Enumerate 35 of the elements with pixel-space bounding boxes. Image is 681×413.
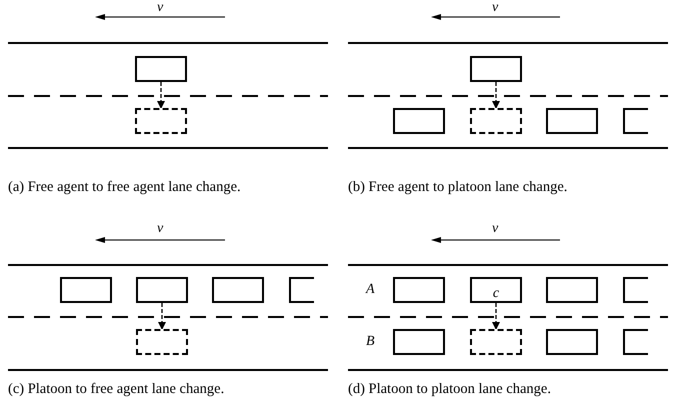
vehicle-box [60, 277, 112, 303]
lane-change-arrow [157, 82, 165, 109]
vehicle-box [135, 56, 187, 82]
target-position-box [470, 108, 522, 134]
subfigure-caption: (c) Platoon to free agent lane change. [8, 381, 226, 398]
vehicle-box [393, 329, 445, 355]
target-position-box [136, 329, 188, 355]
lane-label: B [366, 333, 375, 350]
vehicle-box [470, 277, 522, 303]
vehicle-box [393, 277, 445, 303]
vehicle-box [546, 329, 598, 355]
velocity-label: v [492, 220, 498, 237]
velocity-label: v [157, 0, 164, 16]
vehicle-box [212, 277, 264, 303]
vehicle-box [623, 329, 648, 355]
velocity-label: v [157, 220, 164, 237]
lane-change-arrow [492, 303, 500, 330]
vehicle-label: c [492, 287, 500, 301]
subfigure-caption: (b) Free agent to platoon lane change. [348, 179, 568, 196]
vehicle-box [470, 56, 522, 82]
vehicle-box [393, 108, 445, 134]
velocity-label: v [492, 0, 498, 16]
target-position-box [135, 108, 187, 134]
subfigure-caption: (d) Platoon to platoon lane change. [348, 381, 552, 398]
vehicle-box [546, 108, 598, 134]
vehicle-box [546, 277, 598, 303]
lane-change-arrow [158, 303, 166, 330]
lane-change-arrow [492, 82, 500, 109]
vehicle-box [136, 277, 188, 303]
lane-label: A [366, 281, 375, 298]
target-position-box [470, 329, 522, 355]
vehicle-box [623, 277, 648, 303]
vehicle-box [289, 277, 314, 303]
subfigure-caption: (a) Free agent to free agent lane change. [8, 179, 242, 196]
vehicle-box [623, 108, 648, 134]
